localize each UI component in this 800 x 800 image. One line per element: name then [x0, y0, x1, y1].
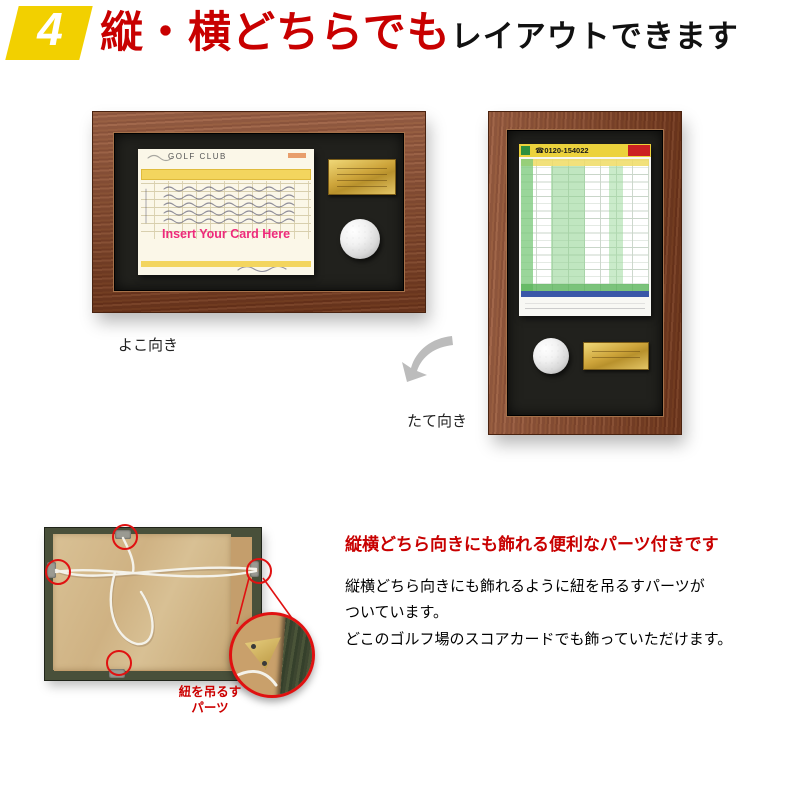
engraving-lines: [337, 168, 387, 187]
parts-description-line-1: 縦横どちら向きにも飾れるように紐を吊るすパーツが: [345, 578, 705, 595]
callout-label: 紐を吊るす パーツ: [166, 684, 254, 717]
frame-back-photo: [45, 528, 261, 680]
string-detail: [232, 669, 278, 687]
scorecard-yellow-band: [141, 169, 311, 180]
hanger-highlight-circle-left: [45, 559, 71, 585]
parts-description: 縦横どちら向きにも飾れるように紐を吊るすパーツが ついています。 どこのゴルフ場…: [345, 574, 732, 653]
kraft-paper: [53, 534, 231, 670]
magnifier-detail: [229, 612, 315, 698]
handwritten-scores-decoration: [145, 154, 295, 273]
callout-line-2: パーツ: [191, 701, 229, 716]
scorecard-green-row: [521, 284, 649, 291]
hanger-highlight-circle-top: [112, 524, 138, 550]
page-title-red: 縦・横どちらでも: [100, 9, 451, 57]
scorecard-green-column: [521, 159, 533, 291]
hanger-highlight-circle-bottom: [106, 650, 132, 676]
parts-heading: 縦横どちら向きにも飾れる便利なパーツ付きです: [345, 535, 719, 554]
parts-description-line-3: どこのゴルフ場のスコアカードでも飾っていただけます。: [345, 630, 733, 648]
brass-nameplate: [583, 342, 649, 370]
scorecard-green-block: [551, 166, 585, 284]
scorecard-header-red-mark: [628, 145, 650, 156]
hanging-string: [54, 536, 259, 647]
rotate-arrow-icon: [402, 336, 453, 382]
hanger-highlight-circle-right: [246, 558, 272, 584]
golf-ball: [340, 219, 380, 259]
scorecard-grid: [141, 181, 311, 239]
scorecard-header-logo: [521, 146, 530, 155]
scorecard-portrait: ☎0120-154022: [519, 144, 651, 316]
scorecard-yellow-row: [521, 159, 649, 166]
insert-card-message: Insert Your Card Here: [161, 227, 291, 241]
scorecard-blue-row: [521, 291, 649, 297]
landscape-frame-photo: GOLF CLUB Insert Your: [93, 112, 425, 312]
step-number: 4: [37, 3, 63, 55]
scorecard-yellow-band-bottom: [141, 261, 311, 267]
portrait-frame-photo: ☎0120-154022: [489, 112, 681, 434]
screw-icon: [262, 661, 268, 667]
golf-ball: [533, 338, 569, 374]
scorecard-header-band: ☎0120-154022: [519, 144, 651, 157]
step-number-badge: 4: [5, 3, 93, 60]
brass-nameplate: [328, 159, 396, 195]
parts-description-line-2: ついています。: [345, 604, 449, 622]
caption-portrait: たて向き: [407, 413, 468, 430]
engraving-lines: [592, 351, 640, 362]
scorecard-logo-mark: [288, 153, 306, 158]
portrait-frame-mat: ☎0120-154022: [507, 130, 663, 416]
scorecard-phone-number: ☎0120-154022: [535, 146, 589, 155]
scorecard-footer-lines: [525, 301, 645, 313]
scorecard-green-column-right: [609, 166, 623, 284]
page-title: 縦・横どちらでもレイアウトできます: [100, 0, 739, 66]
scorecard-brand-text: GOLF CLUB: [168, 152, 227, 161]
callout-line-1: 紐を吊るす: [178, 685, 242, 699]
landscape-frame-mat: GOLF CLUB Insert Your: [114, 133, 404, 291]
scorecard-landscape: GOLF CLUB Insert Your: [138, 149, 314, 275]
scorecard-grid: [521, 159, 649, 291]
caption-landscape: よこ向き: [118, 337, 179, 354]
screw-icon: [251, 643, 257, 649]
page-title-black: レイアウトできます: [450, 19, 739, 54]
